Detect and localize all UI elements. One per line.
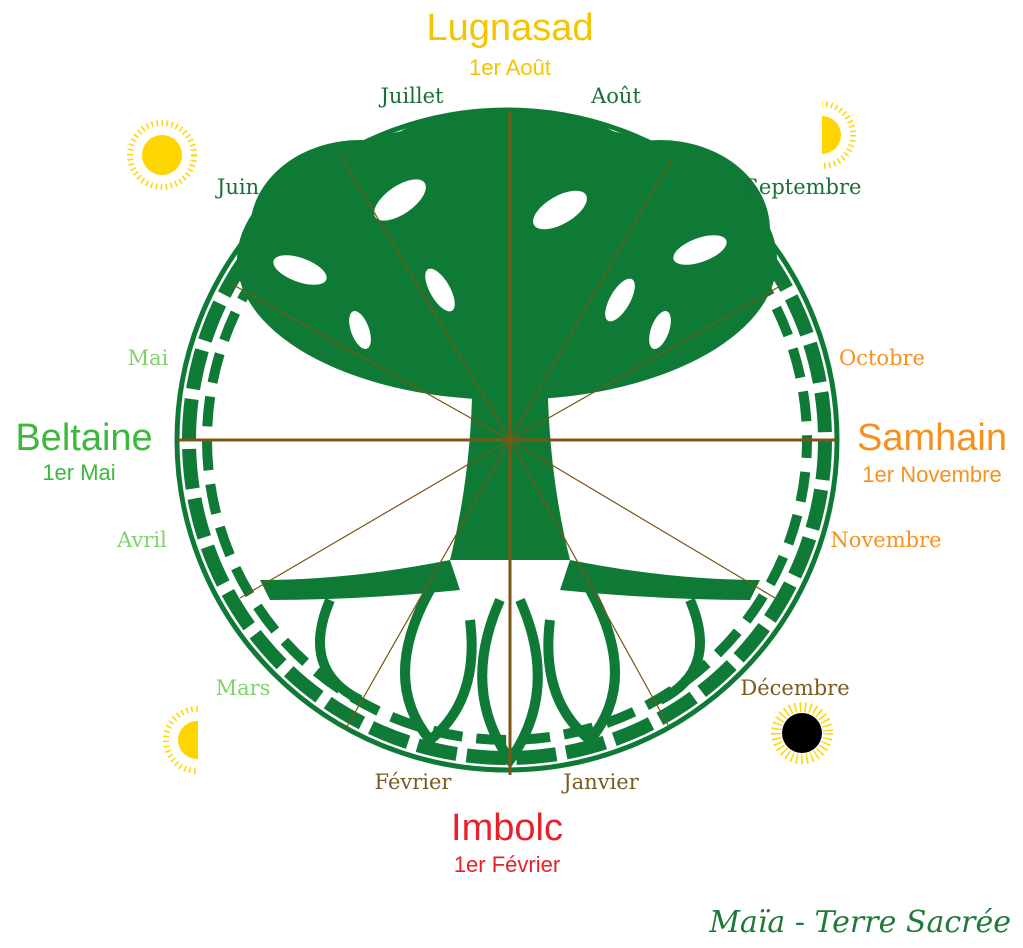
festival-samhain: Samhain <box>857 417 1007 459</box>
month-mars: Mars <box>215 676 271 700</box>
half-sun-left-icon <box>163 706 198 774</box>
festival-imbolc-date: 1er Février <box>453 852 561 877</box>
signature: Maïa - Terre Sacrée <box>709 905 1011 940</box>
festival-beltaine: Beltaine <box>15 417 153 459</box>
month-aout: Août <box>591 84 641 108</box>
month-septembre: Septembre <box>744 175 862 199</box>
festival-beltaine-date: 1er Mai <box>42 460 116 485</box>
month-avril: Avril <box>117 528 167 552</box>
leaves <box>273 179 727 350</box>
half-sun-right-icon <box>822 101 856 169</box>
eclipse-sun-icon <box>771 702 833 764</box>
festival-samhain-date: 1er Novembre <box>862 462 1002 487</box>
month-decembre: Décembre <box>740 676 850 700</box>
festival-lugnasad: Lugnasad <box>426 7 594 49</box>
wheel-spokes <box>178 112 835 775</box>
month-novembre: Novembre <box>830 528 942 552</box>
month-juillet: Juillet <box>380 84 444 108</box>
month-juin: Juin <box>216 175 260 199</box>
festival-imbolc: Imbolc <box>451 807 563 849</box>
month-janvier: Janvier <box>563 770 639 794</box>
month-fevrier: Février <box>374 770 452 794</box>
full-sun-icon <box>127 120 197 190</box>
festival-lugnasad-date: 1er Août <box>469 55 551 80</box>
month-octobre: Octobre <box>839 346 925 370</box>
month-mai: Mai <box>127 346 169 370</box>
